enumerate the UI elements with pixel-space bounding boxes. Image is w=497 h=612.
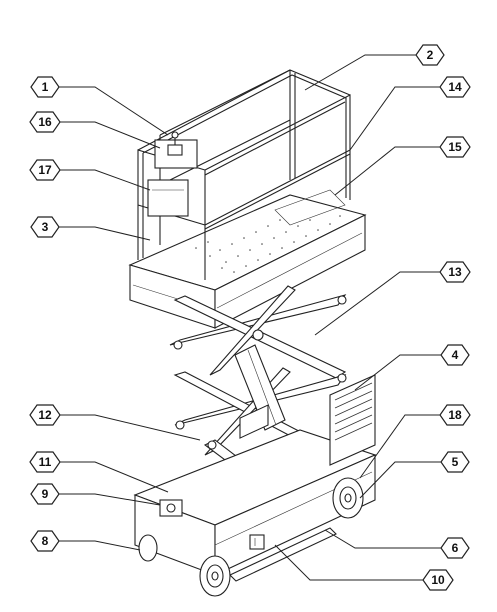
callout-label: 9 [42,487,49,501]
callout-label: 1 [42,80,49,94]
callout-17: 17 [29,159,61,181]
callout-label: 8 [42,534,49,548]
side-tray [239,404,269,439]
callout-14: 14 [439,76,471,98]
front-wheel-left [138,534,158,562]
callout-label: 3 [42,220,49,234]
callout-label: 15 [448,140,462,154]
callout-11: 11 [29,451,61,473]
callout-1: 1 [30,76,60,98]
platform-floor-grid [195,215,341,273]
callout-9: 9 [30,483,60,505]
callout-label: 12 [38,408,52,422]
battery-pack [329,374,376,466]
leader-lines [57,54,442,581]
callout-label: 11 [39,455,52,469]
callout-label: 13 [448,265,462,279]
callout-6: 6 [440,537,470,559]
callout-10: 10 [422,569,454,591]
callout-5: 5 [440,451,470,473]
callout-label: 16 [38,115,52,129]
callout-label: 18 [448,408,462,422]
pothole-guard [229,527,337,582]
lift-cylinder [234,344,286,431]
callout-13: 13 [439,261,471,283]
callout-8: 8 [30,530,60,552]
callout-2: 2 [415,44,445,66]
manual-box [147,179,189,217]
chassis [133,374,377,597]
callout-label: 6 [452,541,459,555]
callout-label: 10 [431,573,445,587]
callout-18: 18 [439,404,471,426]
callout-label: 14 [448,80,462,94]
callouts: 1 2 3 4 5 6 8 9 10 11 12 13 14 15 16 17 … [29,44,471,591]
callout-15: 15 [439,136,471,158]
callout-label: 5 [452,455,459,469]
callout-label: 17 [38,163,52,177]
mid-rail-side [204,149,351,226]
joystick-housing [167,144,183,156]
callout-12: 12 [29,404,61,426]
callout-label: 2 [427,48,434,62]
callout-16: 16 [29,111,61,133]
control-panel-base [249,534,265,550]
callout-label: 4 [452,348,459,362]
callout-3: 3 [30,216,60,238]
callout-4: 4 [440,344,470,366]
work-platform [128,69,367,329]
